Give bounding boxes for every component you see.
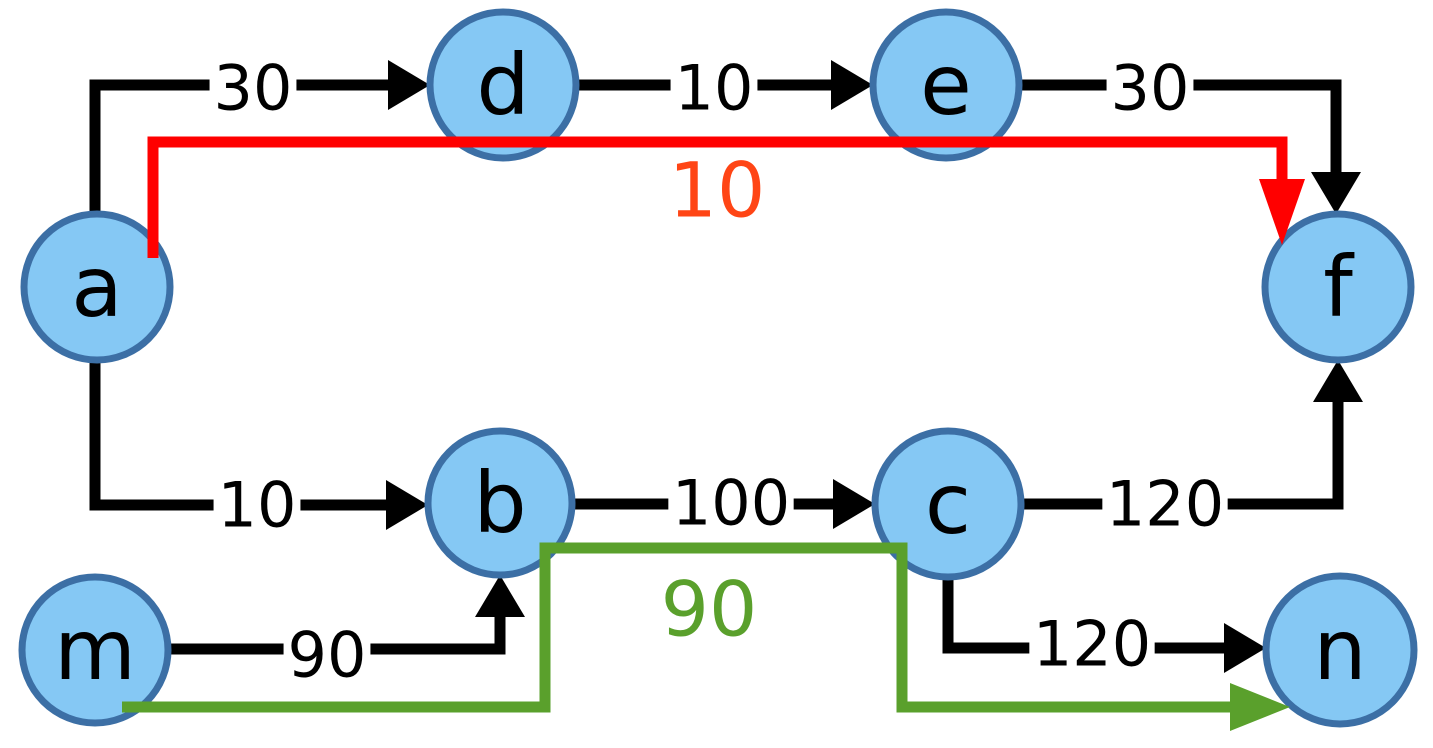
edge-e-f-arrowhead-icon	[1311, 172, 1361, 214]
green-path-m-n	[122, 542, 1290, 731]
edge-c-n-weight-label: 120	[1033, 608, 1151, 681]
edge-a-b-weight-label: 10	[218, 469, 297, 542]
green-path-m-n-weight-label-bg	[656, 577, 762, 641]
node-a-label: a	[71, 238, 122, 336]
edge-a-b-arrowhead-icon	[386, 480, 428, 530]
node-d-circle	[426, 8, 580, 162]
red-path-a-f-arrowhead-icon	[1259, 179, 1305, 245]
edge-labels-layer: 30 10 30 10 100 120 90 120	[209, 52, 1228, 692]
node-c-circle	[871, 427, 1025, 581]
edge-e-f-weight-label-bg	[1106, 61, 1194, 115]
overlay-labels-layer: 10 90	[656, 146, 770, 654]
edge-a-b-weight-label-bg	[213, 478, 301, 532]
edge-c-f-arrowhead-icon	[1313, 360, 1363, 402]
edge-c-f-weight-label: 120	[1106, 468, 1224, 541]
node-a-circle	[20, 210, 174, 364]
node-n: n	[1262, 572, 1418, 728]
edge-m-b-weight-label-bg	[283, 628, 371, 682]
node-e-circle	[869, 8, 1023, 162]
node-n-label: n	[1313, 601, 1366, 699]
edge-m-b-weight-label: 90	[288, 619, 367, 692]
node-f-label: f	[1323, 238, 1355, 336]
node-m: m	[18, 573, 172, 727]
edge-a-d-weight-label-bg	[209, 61, 297, 115]
edge-d-e-weight-label-bg	[670, 61, 758, 115]
edge-b-c-weight-label-bg	[668, 476, 794, 530]
node-c-label: c	[925, 455, 971, 553]
node-c: c	[871, 427, 1025, 581]
node-m-label: m	[54, 601, 136, 699]
edge-m-b	[168, 575, 525, 655]
red-path-a-f-line	[147, 136, 1288, 258]
node-m-circle	[18, 573, 172, 727]
edge-b-c-arrowhead-icon	[833, 479, 875, 529]
nodes-layer: a d e f b c m n	[18, 8, 1418, 728]
red-path-a-f	[147, 136, 1305, 258]
node-d: d	[426, 8, 580, 162]
red-path-a-f-weight-label: 10	[669, 146, 766, 235]
edge-c-n-arrowhead-icon	[1224, 623, 1266, 673]
node-n-circle	[1262, 572, 1418, 728]
edge-c-n-weight-label-bg	[1029, 617, 1155, 671]
overlay-paths-layer	[122, 136, 1305, 731]
edge-c-f-weight-label-bg	[1102, 477, 1228, 531]
node-b-circle	[424, 427, 576, 579]
edge-d-e-arrowhead-icon	[831, 60, 873, 110]
edge-b-c-weight-label: 100	[672, 467, 790, 540]
edge-m-b-line	[168, 615, 506, 655]
node-b-label: b	[473, 454, 526, 552]
green-path-m-n-arrowhead-icon	[1230, 683, 1290, 731]
node-d-label: d	[476, 36, 529, 134]
node-f-circle	[1261, 210, 1415, 364]
edge-d-e-weight-label: 10	[675, 52, 754, 125]
node-b: b	[424, 427, 576, 579]
edge-a-d-weight-label: 30	[214, 52, 293, 125]
edge-a-d-arrowhead-icon	[388, 60, 430, 110]
node-a: a	[20, 210, 174, 364]
green-path-m-n-line	[122, 542, 1232, 713]
red-path-a-f-weight-label-bg	[664, 158, 770, 222]
edge-e-f-weight-label: 30	[1111, 52, 1190, 125]
node-f: f	[1261, 210, 1415, 364]
node-e: e	[869, 8, 1023, 162]
node-e-label: e	[920, 36, 972, 134]
edge-m-b-arrowhead-icon	[475, 575, 525, 617]
green-path-m-n-weight-label: 90	[661, 565, 758, 654]
